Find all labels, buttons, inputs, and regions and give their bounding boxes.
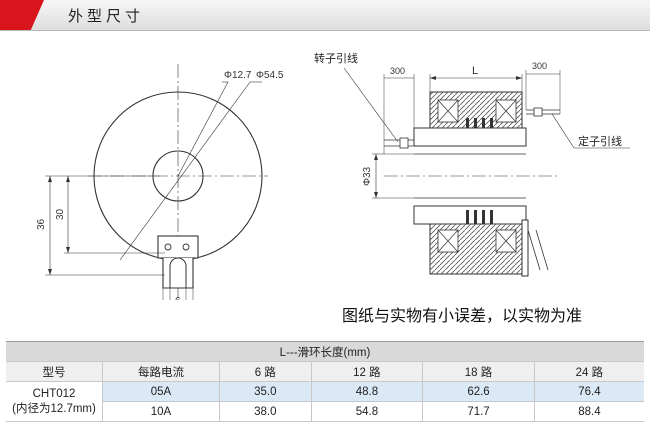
header-accent xyxy=(0,0,44,30)
model-name: CHT012 xyxy=(32,387,76,400)
header-24ch: 24 路 xyxy=(534,361,644,382)
terminal-tab xyxy=(157,235,199,259)
current-cell: 10A xyxy=(102,401,220,422)
front-view xyxy=(45,64,268,300)
dim-300-left-label: 300 xyxy=(390,66,405,76)
value-cell: 71.7 xyxy=(422,401,535,422)
current-cell: 05A xyxy=(102,381,220,402)
dim-L-label: L xyxy=(472,65,478,77)
dim-bore-label: Φ12.7 xyxy=(224,70,252,81)
header-current: 每路电流 xyxy=(102,361,220,382)
dim-300-right-label: 300 xyxy=(532,61,547,71)
value-cell: 35.0 xyxy=(219,381,312,402)
spec-table: L---滑环长度(mm) 型号 每路电流 6 路 12 路 18 路 24 路 … xyxy=(6,341,644,422)
dim-30-label: 30 xyxy=(55,208,66,220)
section-header: 外型尺寸 xyxy=(0,0,650,31)
dim-36-label: 36 xyxy=(36,218,47,230)
section-title: 外型尺寸 xyxy=(68,7,145,25)
header-6ch: 6 路 xyxy=(219,361,312,382)
value-cell: 62.6 xyxy=(422,381,535,402)
dim-outer-label: Φ54.5 xyxy=(256,70,284,81)
table-caption: L---滑环长度(mm) xyxy=(6,341,644,362)
value-cell: 48.8 xyxy=(311,381,424,402)
header-model: 型号 xyxy=(6,361,103,382)
table-row: 10A 38.0 54.8 71.7 88.4 xyxy=(6,401,644,422)
dim-33-label: Φ33 xyxy=(362,166,373,186)
drawing-note: 图纸与实物有小误差，以实物为准 xyxy=(342,306,583,325)
value-cell: 88.4 xyxy=(534,401,644,422)
value-cell: 54.8 xyxy=(311,401,424,422)
model-bore: (内径为12.7mm) xyxy=(12,402,96,415)
stator-lead-label: 定子引线 xyxy=(578,134,622,148)
header-18ch: 18 路 xyxy=(422,361,535,382)
rotor-lead-label: 转子引线 xyxy=(314,51,358,65)
table-row: CHT012 (内径为12.7mm) 05A 35.0 48.8 62.6 76… xyxy=(6,381,644,422)
value-cell: 76.4 xyxy=(534,381,644,402)
value-cell: 38.0 xyxy=(219,401,312,422)
section-view xyxy=(343,67,630,277)
technical-drawing: Φ12.7 Φ54.5 36 30 6 11 xyxy=(36,51,630,300)
dim-6-label: 6 xyxy=(175,296,181,300)
table-caption-row: L---滑环长度(mm) xyxy=(6,341,644,362)
model-cell: CHT012 (内径为12.7mm) xyxy=(6,381,103,422)
header-12ch: 12 路 xyxy=(311,361,424,382)
table-header-row: 型号 每路电流 6 路 12 路 18 路 24 路 xyxy=(6,361,644,382)
